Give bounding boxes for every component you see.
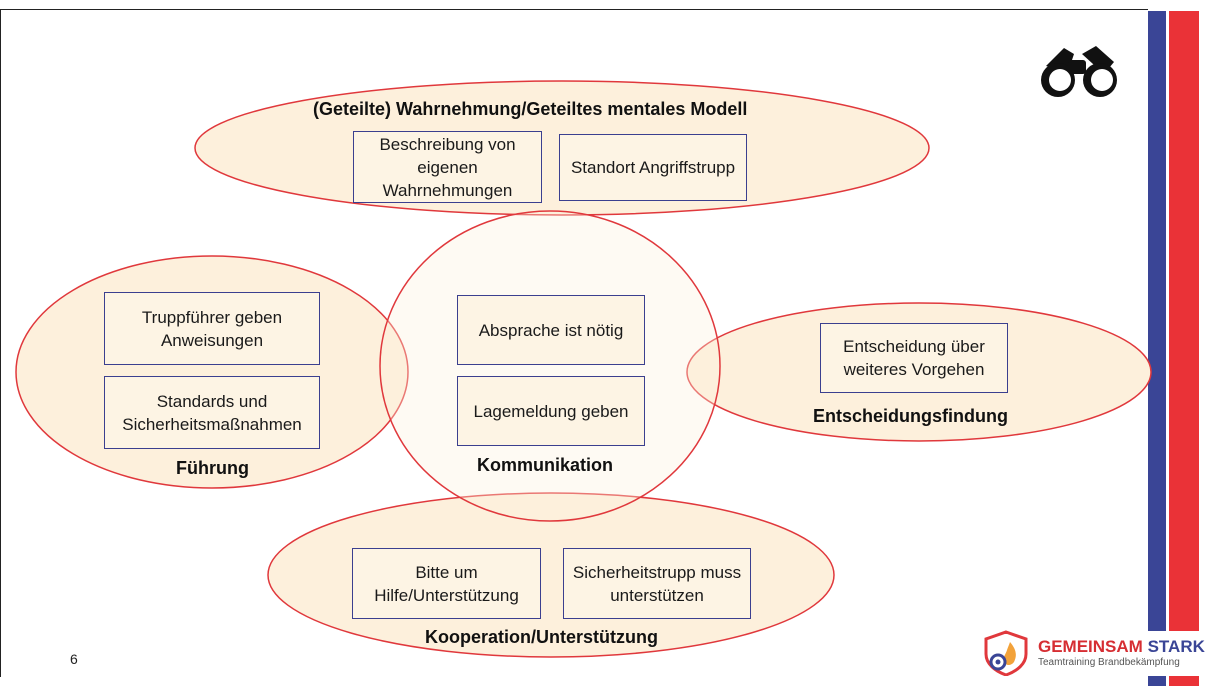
logo-title-part2: STARK (1147, 637, 1205, 656)
slide-border-top (0, 9, 1148, 10)
item-bitte-um-hilfe: Bitte um Hilfe/Unterstützung (352, 548, 541, 619)
ellipse-fuehrung (15, 255, 409, 489)
accent-bar-red (1169, 11, 1199, 631)
accent-bar-blue (1148, 11, 1166, 631)
group-title-entscheidung: Entscheidungsfindung (813, 406, 1008, 426)
logo-tagline: Teamtraining Brandbekämpfung (1038, 657, 1180, 668)
item-lagemeldung: Lagemeldung geben (457, 376, 645, 446)
item-absprache: Absprache ist nötig (457, 295, 645, 365)
logo-title-part1: GEMEINSAM (1038, 637, 1143, 656)
item-sicherheitstrupp: Sicherheitstrupp muss unterstützen (563, 548, 751, 619)
item-standards: Standards und Sicherheitsmaßnahmen (104, 376, 320, 449)
accent-bar-red-bottom (1169, 676, 1199, 686)
shield-logo-icon (984, 630, 1028, 676)
item-entscheidung: Entscheidung über weiteres Vorgehen (820, 323, 1008, 393)
group-title-kooperation: Kooperation/Unterstützung (425, 627, 658, 647)
group-title-kommunikation: Kommunikation (477, 455, 614, 475)
group-title-fuehrung: Führung (176, 458, 249, 478)
accent-bar-blue-bottom (1148, 676, 1166, 686)
page-number: 6 (70, 651, 78, 667)
logo-title: GEMEINSAM STARK (1038, 637, 1205, 657)
item-standort: Standort Angriffstrupp (559, 134, 747, 201)
slide-border-left (0, 9, 1, 677)
group-title-wahrnehmung: (Geteilte) Wahrnehmung/Geteiltes mentale… (313, 99, 748, 119)
binoculars-icon (1041, 46, 1117, 97)
brand-logo: GEMEINSAM STARK Teamtraining Brandbekämp… (980, 630, 1205, 676)
item-beschreibung: Beschreibung von eigenen Wahrnehmungen (353, 131, 542, 203)
item-truppfuehrer: Truppführer geben Anweisungen (104, 292, 320, 365)
